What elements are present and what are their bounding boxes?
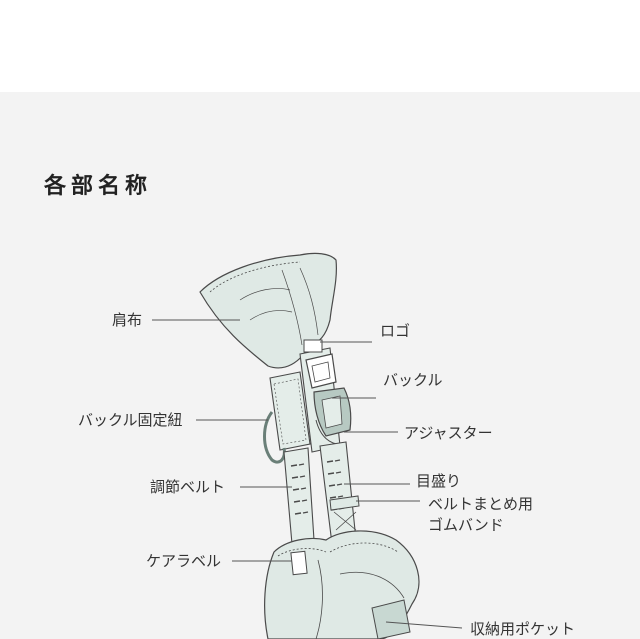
label-buckle-strap: バックル固定紐 bbox=[78, 411, 183, 429]
care-label-tag bbox=[290, 550, 308, 576]
left-belt-panel bbox=[269, 371, 311, 451]
scale-marks-left bbox=[290, 463, 309, 515]
logo-patch bbox=[303, 339, 323, 353]
label-shoulder-cloth: 肩布 bbox=[112, 311, 143, 329]
label-rubber-band-line1: ベルトまとめ用 bbox=[428, 495, 534, 513]
label-care-label: ケアラベル bbox=[146, 552, 222, 570]
left-adjust-belt bbox=[283, 447, 315, 545]
shoulder-cloth-shape bbox=[199, 252, 337, 369]
section-heading: 各部名称 bbox=[44, 174, 153, 199]
label-pocket: 収納用ポケット bbox=[470, 620, 576, 638]
label-buckle: バックル bbox=[383, 371, 443, 389]
storage-pocket-shape bbox=[371, 599, 411, 639]
rubber-band-shape bbox=[329, 495, 360, 511]
label-adjuster: アジャスター bbox=[404, 424, 493, 442]
leader-pocket bbox=[385, 621, 463, 629]
top-white-band bbox=[0, 0, 640, 92]
label-adjust-belt: 調節ベルト bbox=[150, 478, 226, 496]
label-scale: 目盛り bbox=[416, 472, 462, 490]
label-rubber-band-line2: ゴムバンド bbox=[428, 516, 504, 534]
buckle-shape bbox=[305, 353, 337, 389]
label-logo: ロゴ bbox=[380, 322, 411, 340]
